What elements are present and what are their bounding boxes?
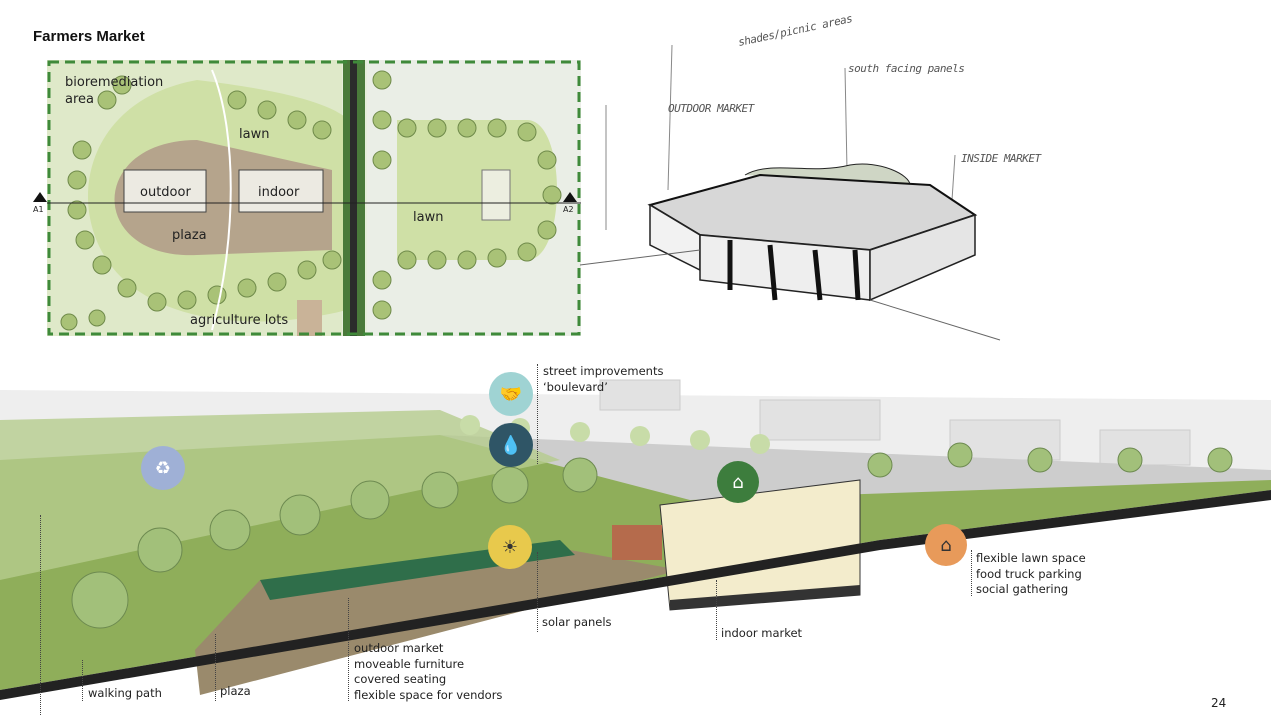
plaza-section-label: plaza	[220, 684, 251, 698]
indoor-market-label: indoor market	[721, 626, 803, 640]
section-markers	[33, 192, 577, 202]
solar-panel-icon: ☀	[488, 525, 532, 569]
leader-street	[537, 364, 538, 464]
page-title: Farmers Market	[33, 28, 145, 45]
sketch-label-inside: inside market	[961, 152, 1041, 165]
lawn-space-label: flexible lawn space food truck parking s…	[976, 551, 1086, 596]
leader-walking	[82, 660, 83, 701]
bioremediation-label: bioremediation area	[65, 75, 164, 107]
section-marker-a1: A1	[33, 205, 44, 214]
leader-solar	[537, 552, 538, 632]
handshake-icon: 🤝	[489, 372, 533, 416]
lawn-right-label: lawn	[413, 210, 444, 225]
plaza-label: plaza	[172, 228, 207, 243]
water-drops-icon: 💧	[489, 423, 533, 467]
section-perspective	[0, 379, 1271, 700]
market-sketch	[580, 44, 1001, 341]
lawn-label: lawn	[239, 127, 270, 142]
leader-indoor	[716, 580, 717, 640]
street-improvements-label: street improvements ‘boulevard’	[543, 364, 664, 394]
section-marker-a2: A2	[563, 205, 574, 214]
sketch-label-south: south facing panels	[848, 62, 965, 75]
site-plan: bioremediation area lawn outdoor indoor …	[37, 60, 592, 336]
community-icon: ⌂	[925, 524, 967, 566]
outdoor-label: outdoor	[140, 185, 191, 200]
leader-lawn	[971, 550, 972, 596]
sketch-label-outdoor: outdoor market	[668, 102, 754, 115]
page-number: 24	[1211, 696, 1227, 710]
outdoor-market-label: outdoor market moveable furniture covere…	[354, 641, 503, 702]
walking-path-label: walking path	[88, 686, 162, 700]
leader-plaza	[215, 634, 216, 701]
leader-outdoor	[348, 598, 349, 701]
indoor-label: indoor	[258, 185, 300, 200]
site-plan-drawing	[37, 60, 592, 336]
leader-edge	[40, 515, 41, 715]
agriculture-label: agriculture lots	[190, 313, 289, 328]
recycle-icon: ♻	[141, 446, 185, 490]
solar-panels-label: solar panels	[542, 615, 612, 629]
green-building-icon: ⌂	[717, 461, 759, 503]
